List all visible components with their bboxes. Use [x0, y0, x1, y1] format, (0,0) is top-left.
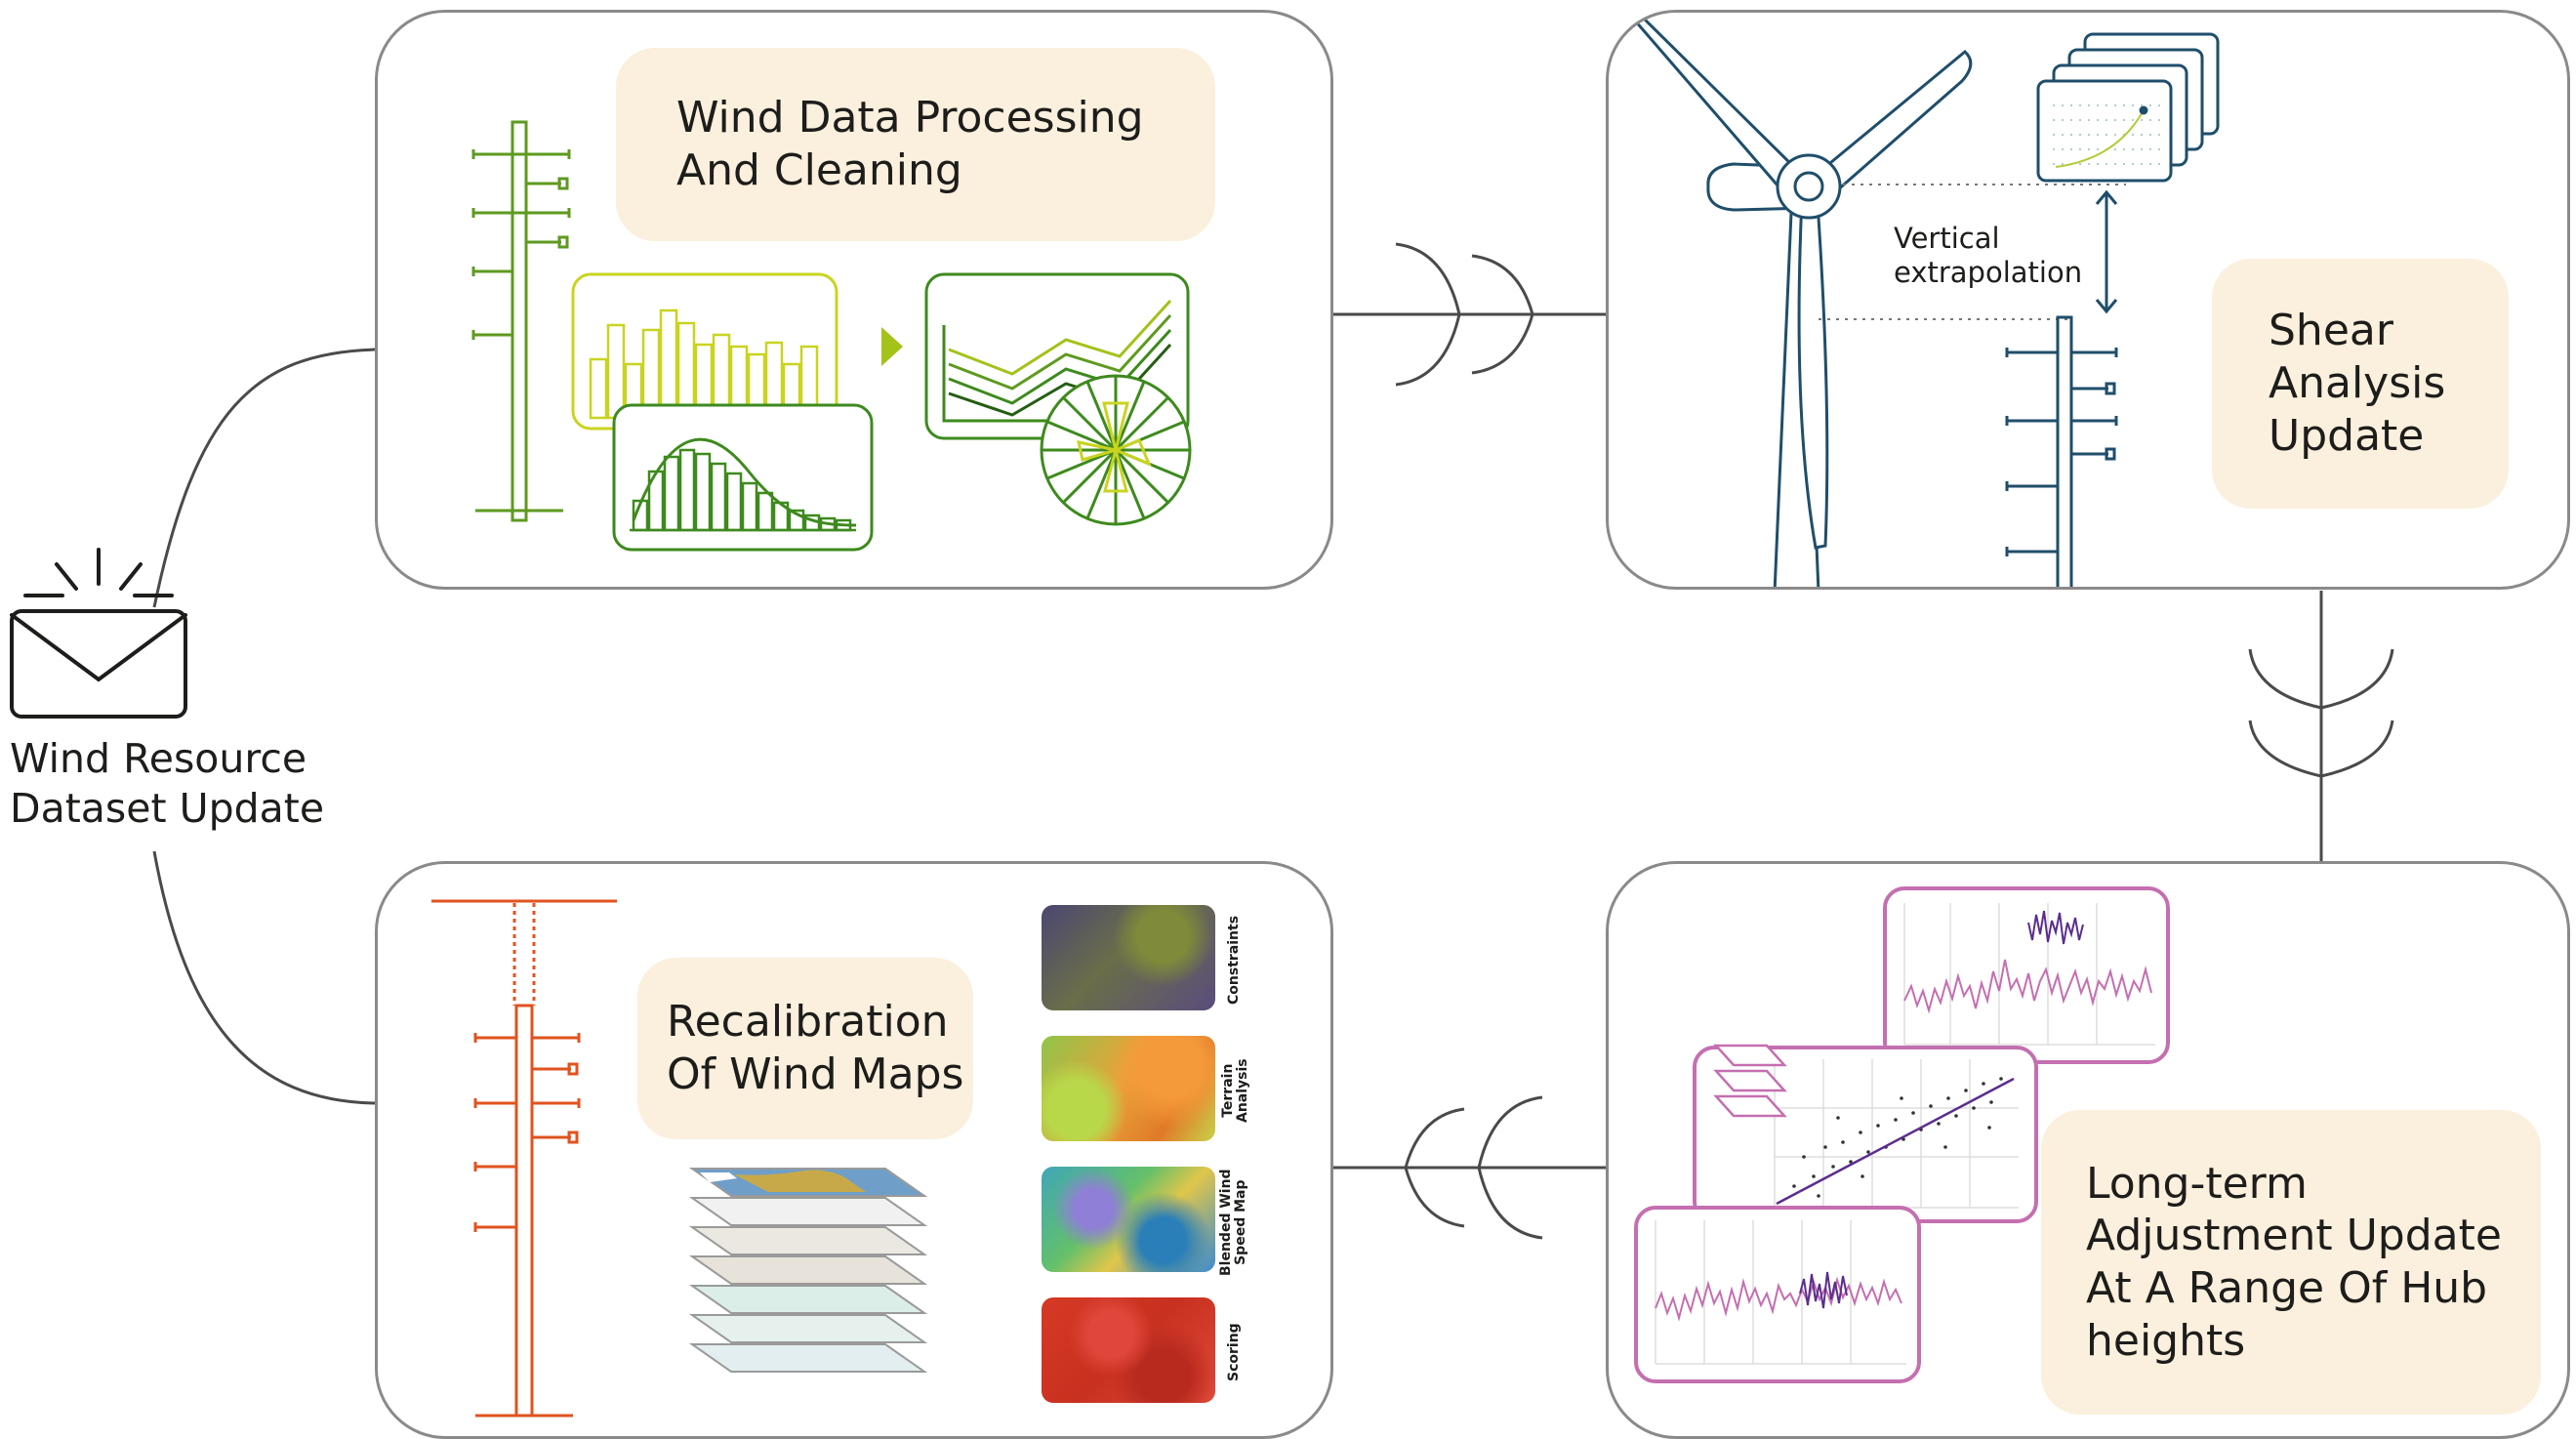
step-title-processing: Wind Data Processing And Cleaning — [616, 48, 1215, 241]
mini-cards-icon — [1713, 1044, 1787, 1118]
map-label-terrain: Terrain Analysis — [1220, 1058, 1251, 1123]
step-title-shear: Shear Analysis Update — [2212, 259, 2509, 509]
blended-wind-speed-map-thumbnail — [1042, 1167, 1215, 1272]
terrain-analysis-map-thumbnail — [1042, 1036, 1215, 1141]
connector-start-to-processing — [152, 348, 376, 608]
step-title-longterm: Long-term Adjustment Update At A Range O… — [2041, 1110, 2541, 1415]
envelope-notification-icon — [10, 548, 187, 719]
met-mast-icon — [471, 120, 571, 522]
recalibration-illustration — [431, 899, 928, 1418]
time-series-chart-icon — [1634, 1206, 1921, 1383]
step-title-recalibration: Recalibration Of Wind Maps — [637, 958, 973, 1139]
arrow-right-icon — [1395, 242, 1461, 387]
map-label-blended: Blended Wind Speed Map — [1218, 1169, 1249, 1276]
arrow-right-icon — [881, 327, 903, 366]
met-mast-icon — [431, 899, 617, 1418]
wind-rose-icon — [1040, 374, 1192, 526]
met-mast-icon — [2005, 315, 2118, 587]
arrow-down-icon — [2248, 648, 2394, 710]
panel-recalibration: Recalibration Of Wind Maps Constraints T… — [375, 861, 1333, 1439]
vertical-extrapolation-note: Vertical extrapolation — [1894, 222, 2083, 289]
map-label-scoring: Scoring — [1226, 1323, 1242, 1381]
arrow-down-icon — [2248, 720, 2394, 778]
double-arrow-icon — [2095, 189, 2118, 314]
shear-analysis-illustration — [1626, 13, 2220, 587]
panel-long-term-adjustment: Long-term Adjustment Update At A Range O… — [1606, 861, 2570, 1439]
arrow-right-icon — [1471, 254, 1534, 375]
time-series-chart-icon — [1883, 886, 2170, 1064]
distribution-chart-icon — [612, 403, 874, 552]
scoring-map-thumbnail — [1042, 1297, 1215, 1403]
start-title: Wind Resource Dataset Update — [10, 735, 325, 833]
map-label-constraints: Constraints — [1226, 915, 1242, 1005]
constraints-map-thumbnail — [1042, 905, 1215, 1010]
profile-charts-icon — [2036, 32, 2220, 183]
panel-shear-analysis: Vertical extrapolation Shear Analysis Up… — [1606, 10, 2570, 590]
data-processing-illustration — [471, 120, 1192, 552]
wind-turbine-icon — [1626, 13, 1973, 587]
long-term-illustration — [1634, 886, 2170, 1383]
arrow-left-icon — [1477, 1095, 1543, 1240]
stacked-map-layers-icon — [688, 1168, 928, 1373]
panel-data-processing: Wind Data Processing And Cleaning — [375, 10, 1333, 590]
arrow-left-icon — [1404, 1107, 1465, 1228]
connector-start-to-recalibration — [152, 850, 376, 1105]
